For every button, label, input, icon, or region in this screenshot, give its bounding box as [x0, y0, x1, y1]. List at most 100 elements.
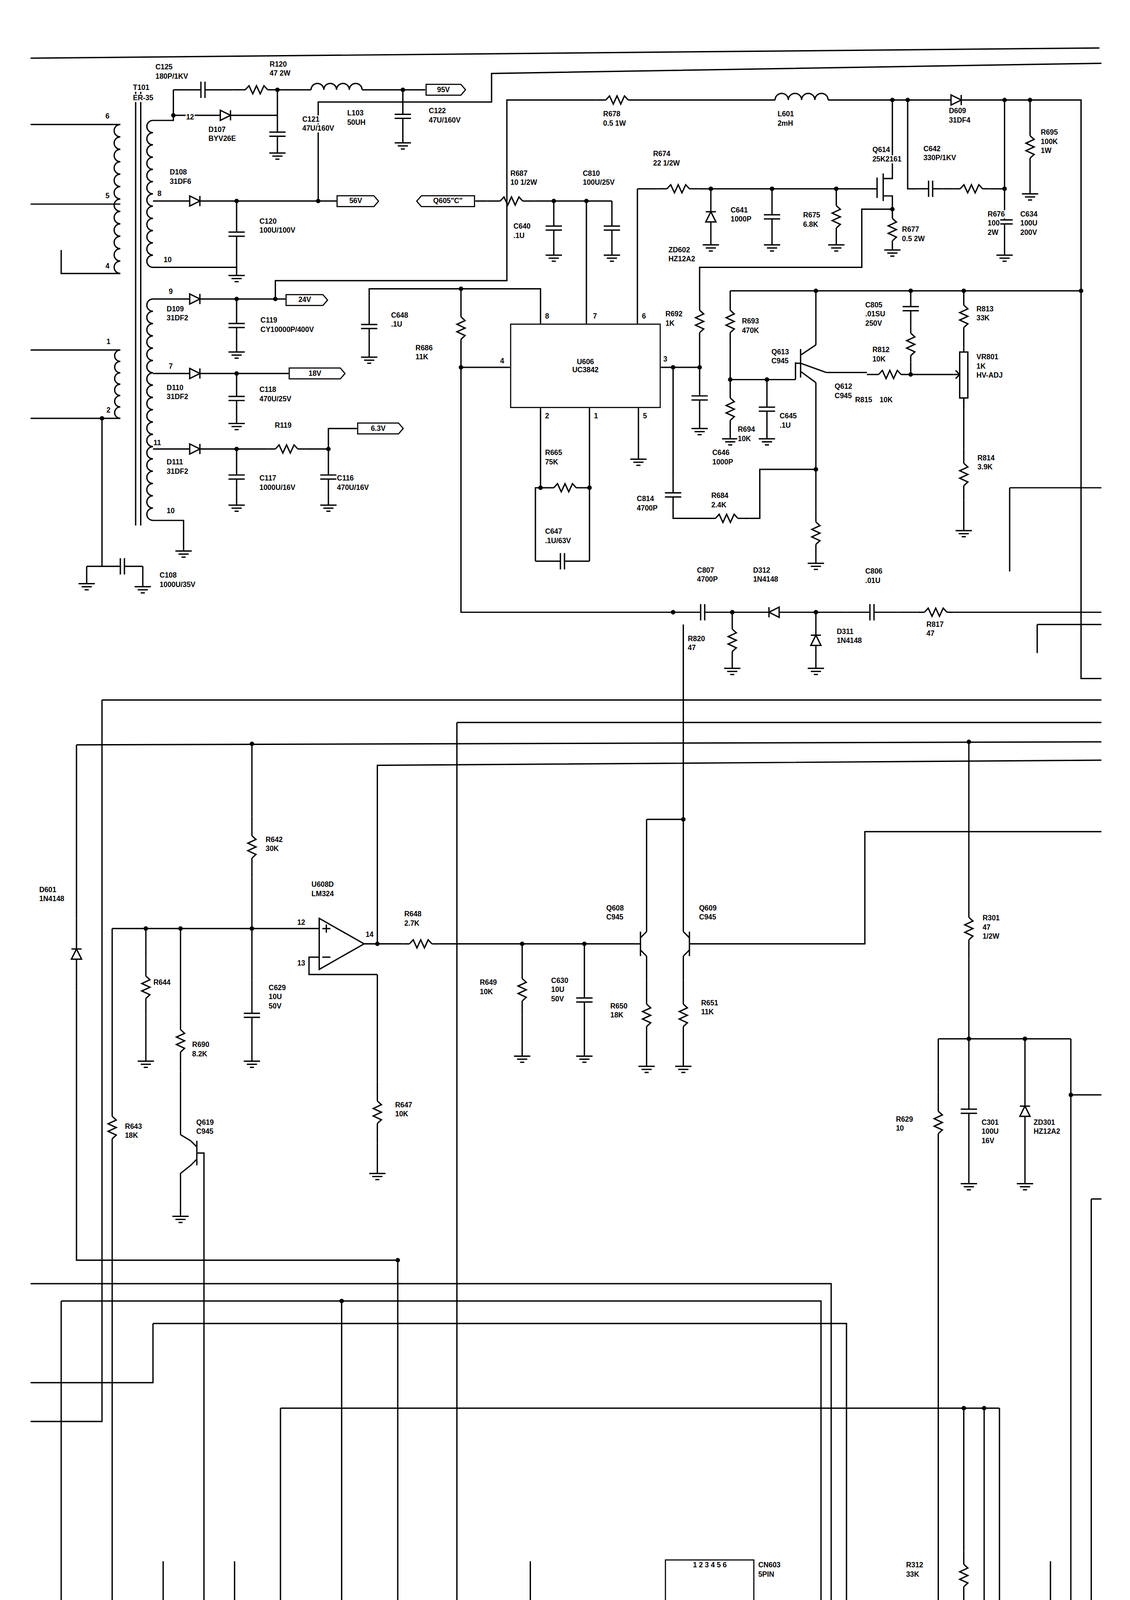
part-label: C640 [513, 222, 532, 231]
wire [552, 200, 555, 226]
ground-symbol [702, 244, 719, 246]
part-label: R813 [976, 305, 995, 314]
wire [236, 372, 289, 374]
wire [737, 517, 750, 519]
wire [947, 611, 954, 613]
part-label: 470K [741, 326, 760, 335]
wire [1070, 1094, 1102, 1096]
wire [276, 115, 279, 133]
ground-symbol [243, 1060, 260, 1062]
wire [698, 290, 701, 311]
part-label: D601 [38, 885, 57, 894]
part-label: C945 [605, 913, 624, 922]
part-label: D108 [169, 168, 187, 177]
node-outline [416, 195, 475, 207]
part-label: 330P/1KV [922, 153, 957, 162]
wire [636, 188, 638, 324]
part-label: R815 [854, 395, 873, 404]
ground-symbol [231, 354, 243, 356]
part-label: C807 [696, 566, 715, 575]
ground-symbol [579, 1058, 590, 1060]
capacitor-symbol [576, 997, 593, 999]
part-label: C945 [698, 913, 717, 922]
resistor-symbol [728, 628, 737, 652]
wire [368, 295, 370, 325]
ic-label: U606 [576, 357, 594, 366]
ground-symbol [728, 444, 733, 446]
part-label: CN603 [757, 1560, 782, 1569]
part-label: L601 [777, 110, 795, 119]
wire [309, 956, 378, 975]
part-label: R644 [152, 978, 171, 987]
wire [703, 517, 716, 519]
wire [730, 378, 796, 381]
part-label: C629 [268, 983, 287, 992]
wire [749, 469, 816, 519]
wire [30, 1323, 153, 1383]
ground-symbol [725, 441, 736, 443]
transistor-symbol [640, 949, 647, 956]
wire [111, 1152, 113, 1600]
part-label: U608D [310, 880, 335, 889]
part-label: Q608 [605, 904, 625, 913]
ground-symbol [764, 444, 769, 446]
part-label: C648 [390, 311, 409, 320]
wire [731, 651, 733, 669]
capacitor-symbol [119, 557, 122, 574]
wire [897, 611, 918, 613]
wire [673, 611, 701, 613]
part-label: 1000U/16V [259, 483, 296, 492]
resistor-symbol [906, 333, 915, 356]
junction-dot [769, 186, 775, 192]
junction-dot [1079, 288, 1084, 294]
ground-symbol [810, 670, 821, 672]
ground-symbol [326, 510, 331, 512]
capacitor-symbol [902, 305, 919, 308]
transformer-winding [146, 298, 153, 521]
part-label: 31DF2 [166, 314, 189, 323]
wire [883, 175, 893, 179]
wire [251, 1017, 253, 1051]
part-label: R812 [871, 345, 890, 354]
ground-symbol [961, 535, 966, 538]
part-label: C806 [864, 567, 883, 576]
wire [891, 240, 893, 251]
part-label: 100U/25V [582, 178, 616, 187]
wire [672, 367, 674, 480]
wire [731, 611, 733, 629]
wire [267, 448, 276, 450]
wire [1070, 1038, 1072, 1600]
part-label: R648 [403, 909, 422, 918]
resistor-symbol [141, 975, 150, 999]
resistor-symbol [934, 1111, 943, 1134]
inductor-symbol [310, 83, 362, 90]
wire [611, 200, 613, 226]
ground-symbol [955, 529, 972, 532]
wire [634, 943, 641, 945]
ground-symbol [400, 148, 405, 150]
wire [1003, 224, 1006, 256]
part-label: 10K [879, 395, 893, 404]
capacitor-symbol [960, 1108, 978, 1110]
capacitor-symbol [927, 180, 930, 197]
transformer-winding [146, 120, 153, 268]
ground-symbol [372, 1175, 383, 1177]
resistor-symbol [275, 444, 298, 453]
ic-label: UC3842 [572, 365, 599, 374]
junction-dot [234, 371, 239, 376]
wire [101, 699, 1102, 701]
wire [460, 339, 462, 368]
diode-symbol [71, 948, 82, 960]
part-label: R675 [802, 211, 821, 220]
ground-symbol [884, 249, 901, 251]
diode-symbol [951, 94, 962, 106]
part-label: .1U [779, 421, 792, 430]
wire [835, 228, 837, 246]
wire [729, 352, 731, 380]
wire [795, 362, 801, 364]
wire [989, 187, 1005, 190]
wire [846, 611, 870, 613]
ground-symbol [181, 556, 186, 558]
wire [275, 100, 597, 300]
ground-symbol [831, 247, 842, 249]
